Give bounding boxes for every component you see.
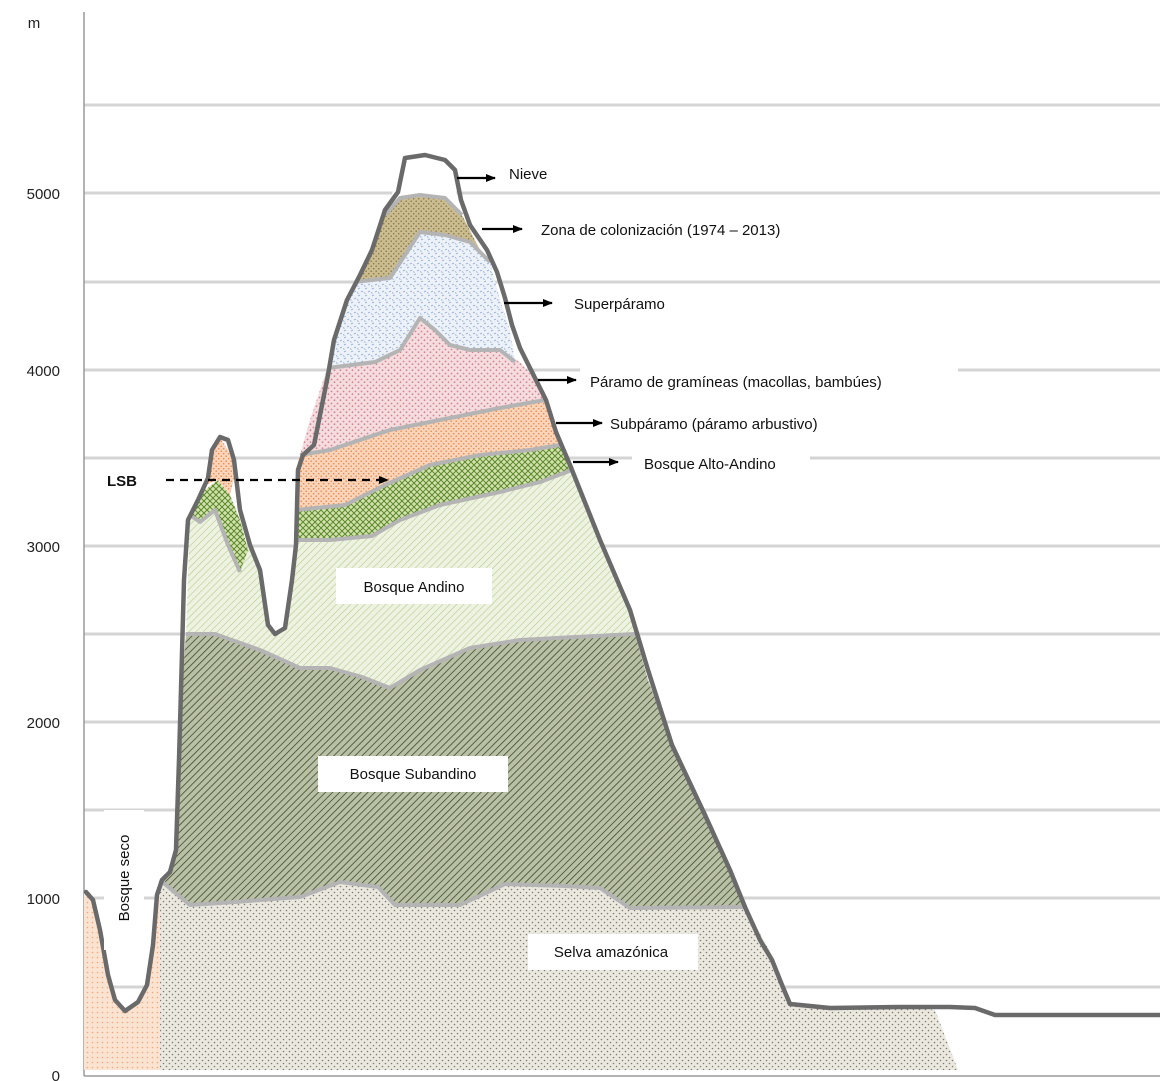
y-tick-label: 1000 [27, 891, 60, 908]
label-paramo-gramineas: Páramo de gramíneas (macollas, bambúes) [590, 374, 882, 391]
label-bosque-subandino: Bosque Subandino [350, 766, 477, 783]
y-tick-label: 5000 [27, 186, 60, 203]
zone-boundaries [158, 193, 746, 910]
y-tick-label: 2000 [27, 715, 60, 732]
zone-bosque-alto-andino [190, 445, 572, 572]
terrain-profile [83, 152, 1160, 1018]
y-tick-label: 3000 [27, 539, 60, 556]
label-superparamo: Superpáramo [574, 296, 665, 313]
label-nieve: Nieve [509, 166, 547, 183]
y-tick-label: 0 [52, 1068, 60, 1081]
y-tick-label: 4000 [27, 363, 60, 380]
label-arrows [166, 174, 619, 484]
label-bosque-seco: Bosque seco [116, 835, 133, 922]
zone-paramo-gramineas [300, 318, 545, 455]
zone-superparamo [328, 232, 515, 368]
label-bosque-alto-andino: Bosque Alto-Andino [644, 456, 776, 473]
y-axis-unit: m [28, 15, 41, 32]
label-selva-amazonica: Selva amazónica [554, 944, 669, 961]
label-backgrounds [104, 212, 958, 970]
label-lsb: LSB [107, 473, 137, 490]
zone-subparamo [205, 400, 560, 510]
label-colonizacion: Zona de colonización (1974 – 2013) [541, 222, 780, 239]
zone-selva-amazonica [160, 880, 958, 1070]
label-subparamo: Subpáramo (páramo arbustivo) [610, 416, 818, 433]
label-bosque-andino: Bosque Andino [364, 579, 465, 596]
zone-colonizacion [355, 195, 480, 282]
